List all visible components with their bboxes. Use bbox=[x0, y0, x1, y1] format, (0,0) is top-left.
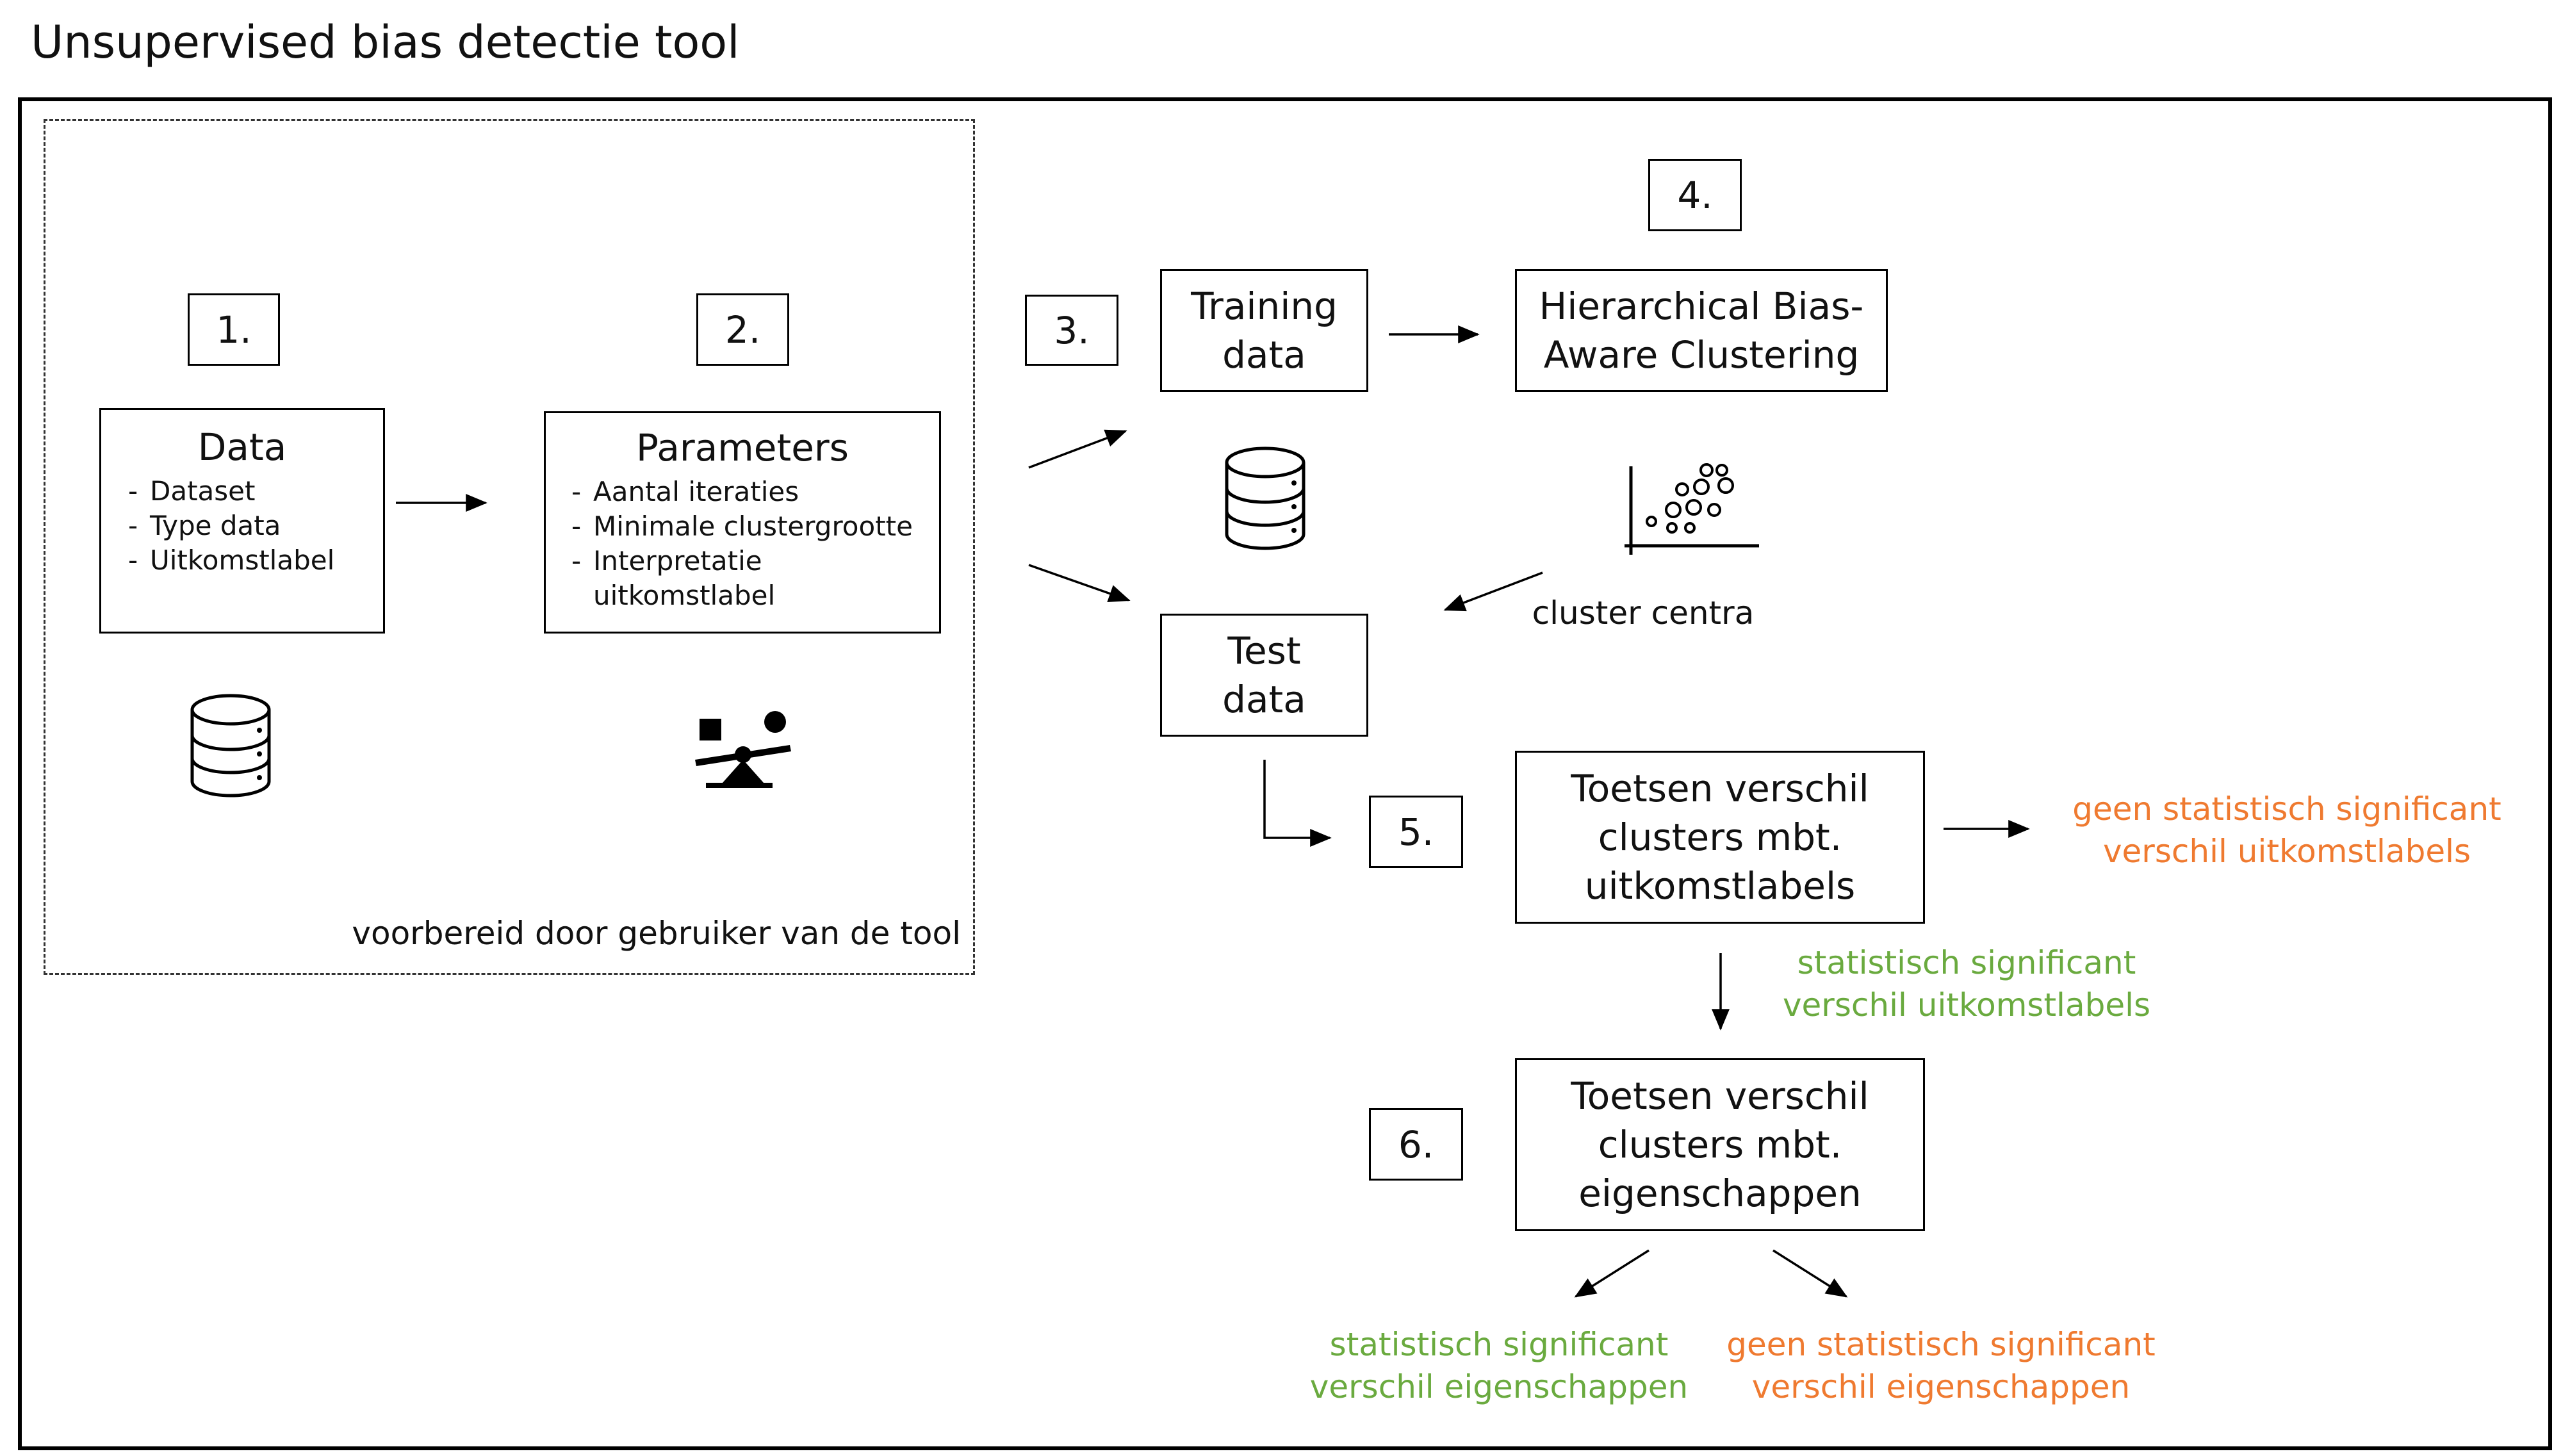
data-box-title: Data bbox=[197, 425, 287, 469]
tool-frame bbox=[18, 97, 2552, 1450]
list-item: -Uitkomstlabel bbox=[128, 544, 335, 576]
step-2-label: 2. bbox=[696, 293, 789, 366]
data-box: Data -Dataset -Type data -Uitkomstlabel bbox=[99, 408, 385, 634]
test-props-line2: clusters mbt. bbox=[1598, 1123, 1842, 1166]
step-6-label: 6. bbox=[1369, 1108, 1463, 1181]
list-item: -Aantal iteraties bbox=[571, 476, 799, 507]
list-item: -Dataset bbox=[128, 475, 256, 507]
data-items-list: -Dataset -Type data -Uitkomstlabel bbox=[108, 474, 377, 578]
parameters-box: Parameters -Aantal iteraties -Minimale c… bbox=[544, 411, 941, 634]
test-labels-line2: clusters mbt. bbox=[1598, 815, 1842, 859]
arrow-properties-to-no-significant bbox=[1772, 1249, 1848, 1298]
test-data-line1: Test bbox=[1227, 629, 1301, 673]
test-labels-line1: Toetsen verschil bbox=[1571, 767, 1869, 810]
significant-properties-note: statistisch significant verschil eigensc… bbox=[1309, 1326, 1689, 1405]
clustering-line1: Hierarchical Bias- bbox=[1539, 284, 1864, 328]
prep-note: voorbereid door gebruiker van de tool bbox=[352, 915, 961, 952]
list-item: -Type data bbox=[128, 510, 281, 541]
no-significant-labels-note: geen statistisch significant verschil ui… bbox=[2072, 790, 2501, 870]
test-properties-box: Toetsen verschil clusters mbt. eigenscha… bbox=[1515, 1058, 1925, 1231]
step-4-label: 4. bbox=[1648, 159, 1742, 231]
training-data-line2: data bbox=[1222, 333, 1306, 377]
arrow-to-test bbox=[1028, 564, 1131, 602]
significant-labels-note: statistisch significant verschil uitkoms… bbox=[1782, 944, 2151, 1024]
arrow-centra-to-test bbox=[1443, 571, 1543, 612]
arrow-test-to-step5 bbox=[1263, 760, 1332, 847]
parameters-items-list: -Aantal iteraties -Minimale clustergroot… bbox=[551, 475, 934, 613]
list-item: -Minimale clustergrootte bbox=[571, 511, 913, 542]
clustering-line2: Aware Clustering bbox=[1543, 333, 1860, 377]
test-data-box: Test data bbox=[1160, 614, 1368, 737]
database-icon bbox=[1225, 446, 1306, 550]
user-preparation-frame bbox=[44, 119, 975, 975]
test-props-line3: eigenschappen bbox=[1578, 1172, 1862, 1215]
no-significant-properties-note: geen statistisch significant verschil ei… bbox=[1726, 1326, 2156, 1405]
test-props-line1: Toetsen verschil bbox=[1571, 1074, 1869, 1118]
arrow-to-training bbox=[1028, 429, 1127, 469]
list-item: -Interpretatie uitkomstlabel bbox=[571, 545, 776, 611]
step-1-label: 1. bbox=[188, 293, 280, 366]
page-title: Unsupervised bias detectie tool bbox=[31, 16, 740, 69]
database-icon bbox=[190, 694, 271, 798]
test-outcome-labels-box: Toetsen verschil clusters mbt. uitkomstl… bbox=[1515, 751, 1925, 924]
test-labels-line3: uitkomstlabels bbox=[1584, 864, 1856, 908]
parameters-box-title: Parameters bbox=[636, 426, 849, 470]
step-5-label: 5. bbox=[1369, 796, 1463, 868]
clustering-box: Hierarchical Bias- Aware Clustering bbox=[1515, 269, 1888, 392]
balance-scale-icon bbox=[695, 711, 791, 788]
training-data-box: Training data bbox=[1160, 269, 1368, 392]
scatter-plot-icon bbox=[1625, 463, 1759, 555]
cluster-centra-label: cluster centra bbox=[1532, 594, 1755, 632]
arrow-properties-to-significant bbox=[1574, 1249, 1649, 1298]
test-data-line2: data bbox=[1222, 678, 1306, 721]
step-3-label: 3. bbox=[1025, 295, 1118, 366]
training-data-line1: Training bbox=[1191, 284, 1338, 328]
